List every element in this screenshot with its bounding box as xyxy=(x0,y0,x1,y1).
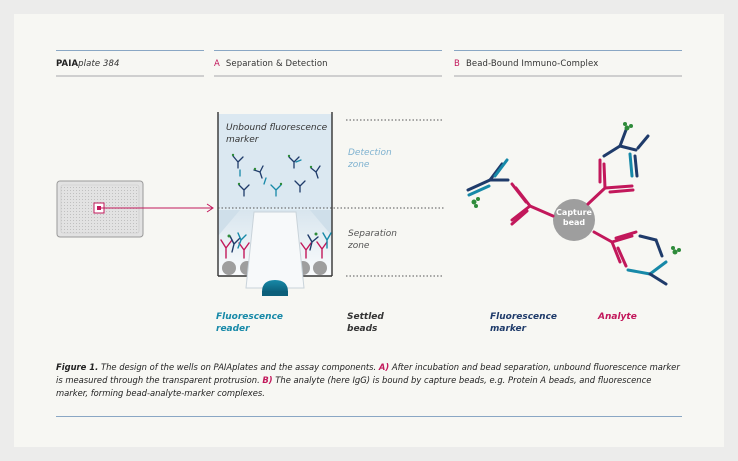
plate-to-well-arrow xyxy=(101,203,214,213)
caption-tag-b: B) xyxy=(262,374,273,385)
bottom-divider xyxy=(56,416,682,417)
figure-caption: Figure 1. The design of the wells on PAI… xyxy=(56,362,680,398)
header-section-b: B Bead-Bound Immuno-Complex xyxy=(454,50,682,77)
section-b-letter: B xyxy=(454,59,460,69)
header-section-a: A Separation & Detection xyxy=(214,50,442,77)
section-b-title: Bead-Bound Immuno-Complex xyxy=(465,59,599,69)
section-a-letter: A xyxy=(214,59,220,69)
immuno-complex-diagram xyxy=(466,122,681,286)
section-a-title: Separation & Detection xyxy=(225,59,328,69)
microplate-icon xyxy=(56,180,144,238)
plate-prefix: PAIA xyxy=(56,59,79,69)
fluorophore-icon xyxy=(471,122,681,255)
plate-suffix: plate 384 xyxy=(78,59,120,69)
figure-label: Figure 1. xyxy=(56,362,99,372)
header-plate: PAIAplate 384 xyxy=(56,50,204,77)
well-diagram xyxy=(217,112,444,296)
analyte-label: Analyte xyxy=(598,312,637,322)
caption-tag-a: A) xyxy=(378,362,390,372)
